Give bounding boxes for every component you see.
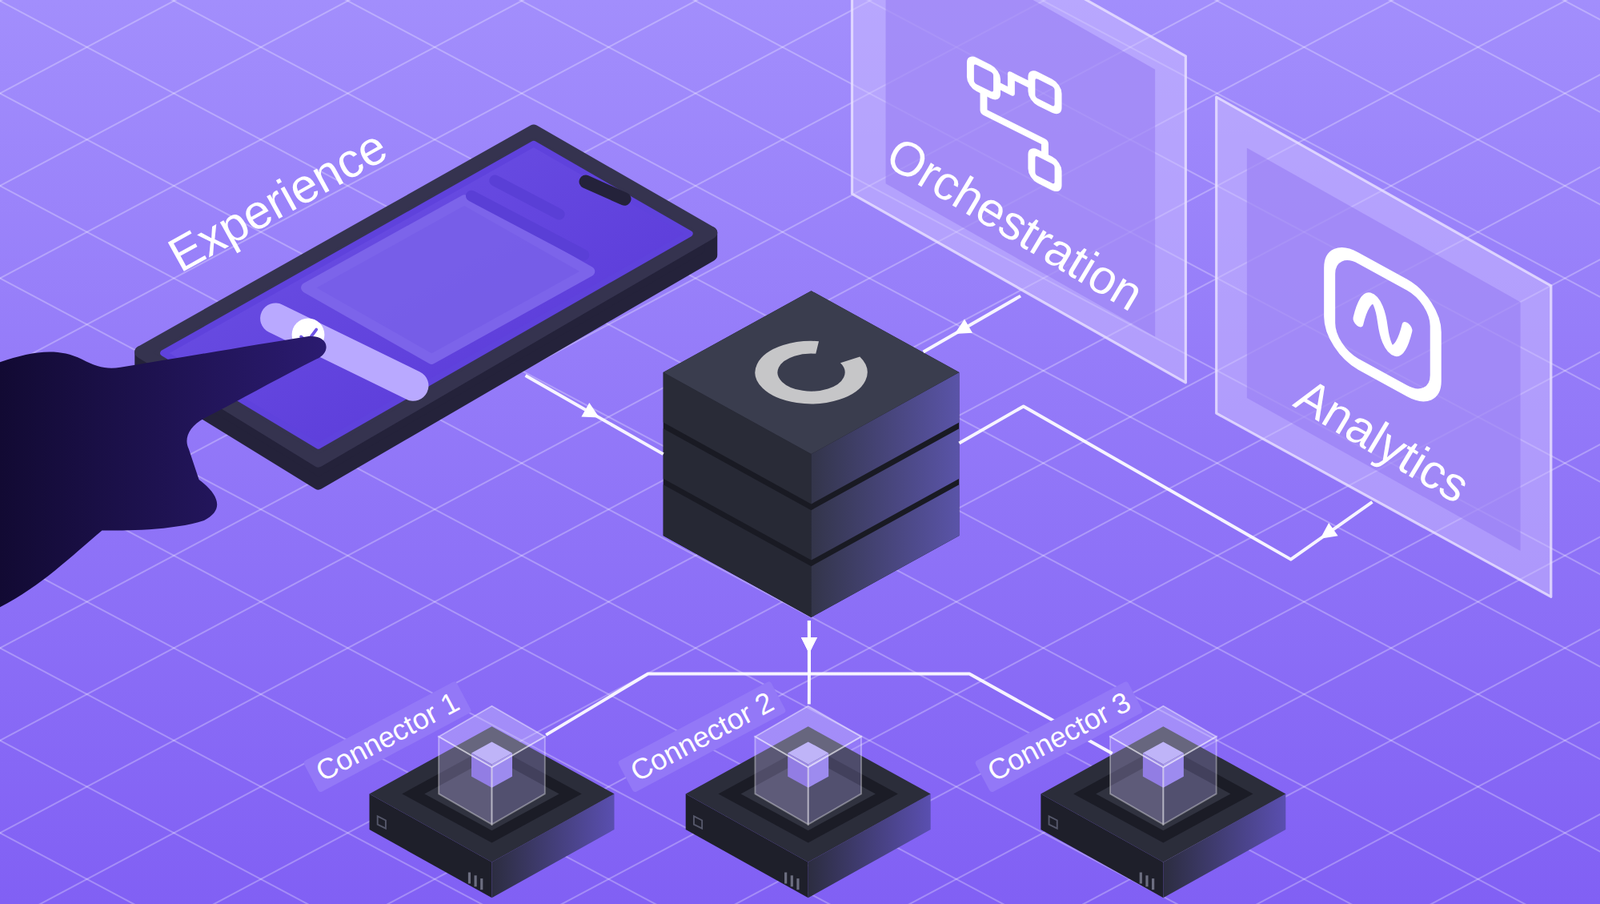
connector-group bbox=[958, 405, 1372, 559]
connector-node: Connector 1 bbox=[311, 683, 618, 899]
orchestration-panel bbox=[852, 0, 1187, 383]
connector-line bbox=[923, 296, 1021, 353]
platform-stack bbox=[663, 288, 960, 621]
orchestration-icon bbox=[970, 41, 1059, 190]
analytics-icon bbox=[1329, 242, 1436, 407]
icon-line bbox=[983, 91, 1045, 157]
connector-line bbox=[958, 405, 1372, 559]
stack-top bbox=[663, 290, 960, 454]
panel-label: Experience bbox=[159, 120, 396, 283]
panel-inner bbox=[1247, 148, 1521, 551]
arrow-head bbox=[801, 637, 818, 654]
panel bbox=[852, 0, 1187, 383]
panel-label: Orchestration bbox=[878, 127, 1153, 321]
panel-label: Analytics bbox=[1287, 368, 1480, 514]
platform-stack bbox=[663, 290, 960, 618]
screen-card bbox=[305, 200, 590, 360]
hand bbox=[0, 336, 327, 607]
stack-logo bbox=[749, 337, 873, 407]
phone-body bbox=[140, 130, 712, 462]
phone bbox=[140, 130, 712, 484]
connector-node: Connector 2 bbox=[627, 683, 934, 899]
phone-notch bbox=[585, 181, 625, 200]
icon-square bbox=[1031, 72, 1059, 113]
panel bbox=[1216, 96, 1552, 597]
arrow-head bbox=[954, 318, 973, 334]
icon-frame bbox=[1329, 242, 1436, 407]
stack-shadow bbox=[663, 290, 960, 618]
arrow-head bbox=[801, 637, 818, 654]
analytics-panel: Analytics bbox=[1214, 93, 1555, 600]
arrow-head bbox=[1320, 522, 1339, 539]
connector-node: Connector 3 bbox=[934, 683, 1292, 899]
connector-label: Connector 2 bbox=[617, 680, 786, 793]
icon-wave bbox=[1358, 290, 1408, 358]
connector-group bbox=[923, 296, 1021, 353]
icon-line bbox=[997, 68, 1032, 102]
connector-line bbox=[525, 375, 664, 454]
experience-node: Experience bbox=[122, 101, 714, 495]
orchestration-panel: Orchestration bbox=[849, 0, 1190, 386]
phone-screen bbox=[163, 144, 690, 446]
logo-ring bbox=[749, 337, 873, 407]
connector-label: Connector 1 bbox=[303, 680, 473, 793]
arrow-head bbox=[801, 637, 818, 654]
connector-group bbox=[545, 620, 818, 735]
connector-label: Connector 3 bbox=[974, 680, 1144, 793]
analytics-panel bbox=[1216, 96, 1552, 597]
connector-group bbox=[525, 375, 664, 454]
arrow-head bbox=[581, 402, 599, 418]
screen-bar bbox=[471, 196, 584, 256]
